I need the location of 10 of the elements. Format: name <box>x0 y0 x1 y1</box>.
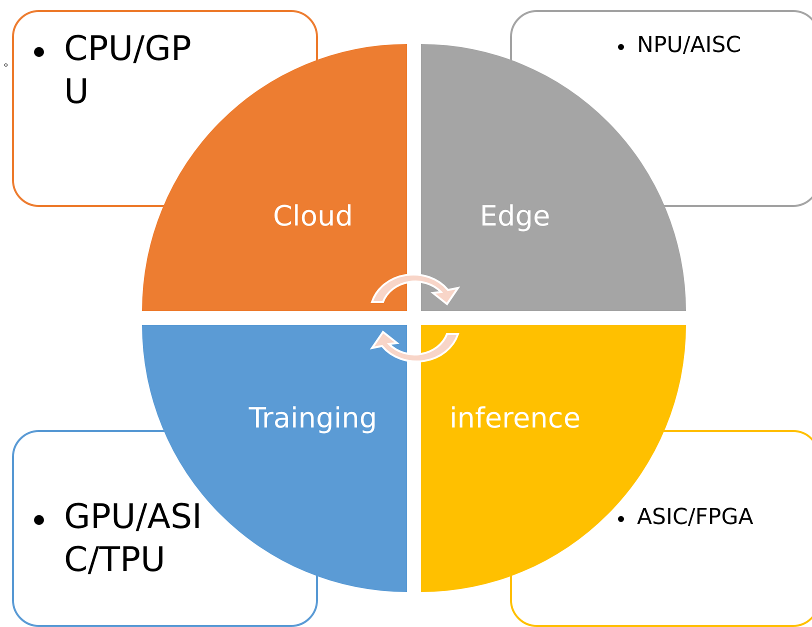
bullet-text: NPU/AISC <box>637 32 742 60</box>
bullet-text: GPU/ASIC/TPU <box>64 496 204 581</box>
segment-label: Trainging <box>248 402 378 434</box>
segment-label: Edge <box>480 200 550 232</box>
segment-label: inference <box>449 402 581 434</box>
bullet-text: CPU/GPU <box>64 28 192 113</box>
segment-label: Cloud <box>273 200 353 232</box>
text-box <box>510 430 812 627</box>
bullet-text: ASIC/FPGA <box>637 504 754 532</box>
stray-mark-text: 。 <box>3 52 17 70</box>
